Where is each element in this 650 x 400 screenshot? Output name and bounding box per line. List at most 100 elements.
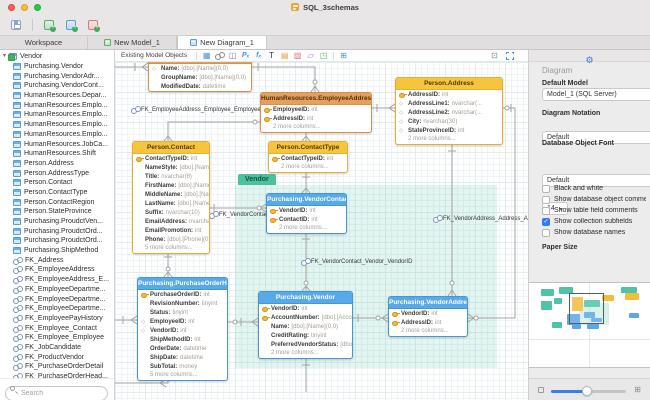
sidebar-item[interactable]: FK_EmployeeDepartme... xyxy=(0,285,114,295)
shape-tool-icon[interactable]: ▱ xyxy=(307,51,314,60)
sidebar-item[interactable]: Person.ContactType xyxy=(0,188,114,198)
tab-new-diagram-1[interactable]: New Diagram_1 xyxy=(177,36,267,49)
checkbox-black-and-white[interactable]: Black and white xyxy=(542,183,646,194)
sidebar-item[interactable]: FK_Employee_Contact xyxy=(0,323,114,333)
sidebar-item[interactable]: FK_EmployeeDepartme... xyxy=(0,304,114,314)
sidebar-item[interactable]: Purchasing.VendorAdr... xyxy=(0,71,114,81)
new-diagram-button[interactable] xyxy=(63,17,79,33)
save-button[interactable] xyxy=(8,17,24,33)
sidebar-item[interactable]: Purchasing.Vendor xyxy=(0,62,114,72)
default-model-select[interactable]: Model_1 (SQL Server) xyxy=(542,88,650,101)
existing-model-objects-dropdown[interactable]: Existing Model Objects xyxy=(121,52,188,59)
tab-workspace[interactable]: Workspace xyxy=(0,36,88,49)
checkbox-show-database-names[interactable]: Show database names xyxy=(542,227,646,238)
foreign-key-icon xyxy=(13,324,23,333)
sidebar-item[interactable]: FK_Employee_Employee xyxy=(0,333,114,343)
checkbox-box[interactable] xyxy=(542,184,550,193)
note-tool-icon[interactable]: ▤ xyxy=(280,51,289,60)
checkbox-show-table-field-comments[interactable]: Show table field comments xyxy=(542,205,646,216)
fk-relationship-label[interactable]: FK_VendorContact xyxy=(209,211,270,219)
sidebar-item[interactable]: Person.AddressType xyxy=(0,168,114,178)
search-input[interactable] xyxy=(5,386,108,400)
checkbox-show-collection-subfields[interactable]: ✓Show collection subfields xyxy=(542,216,646,227)
close-window-button[interactable] xyxy=(8,3,15,11)
fit-page-icon[interactable]: ⊞ xyxy=(634,385,641,394)
minimap-viewport[interactable] xyxy=(569,293,604,324)
sidebar-item[interactable]: FK_JobCandidate xyxy=(0,343,114,353)
sidebar-item[interactable]: HumanResources.JobCa... xyxy=(0,139,114,149)
function-tool-icon[interactable]: fₓ xyxy=(256,52,262,59)
checkbox-box[interactable] xyxy=(542,228,550,237)
new-report-button[interactable] xyxy=(85,17,101,33)
sidebar-item[interactable]: HumanResources.Emplo... xyxy=(0,110,114,120)
view-tool-icon[interactable]: ◫ xyxy=(228,51,237,60)
preview-icon[interactable]: ⊡ xyxy=(491,51,498,60)
image-tool-icon[interactable]: ▨ xyxy=(293,51,302,60)
tab-new-model-1[interactable]: New Model_1 xyxy=(88,36,177,49)
sidebar-item[interactable]: Person.Address xyxy=(0,159,114,169)
layer-tool-icon[interactable]: ◳ xyxy=(319,51,328,60)
sidebar-item[interactable]: FK_ProductVendor xyxy=(0,352,114,362)
sidebar-item[interactable]: Person.ContactRegion xyxy=(0,197,114,207)
diagram-minimap[interactable] xyxy=(529,282,650,368)
sidebar-item[interactable]: Person.StateProvince xyxy=(0,207,114,217)
sidebar-item[interactable]: FK_EmployeeDepartme... xyxy=(0,294,114,304)
gear-icon[interactable]: ⚙ xyxy=(585,55,594,65)
minimize-window-button[interactable] xyxy=(21,3,28,11)
fk-relationship-label[interactable]: FK_VendorAddress_Address_AddressID xyxy=(433,215,528,223)
sidebar-item[interactable]: HumanResources.Depar... xyxy=(0,91,114,101)
checkbox-box[interactable] xyxy=(542,206,550,215)
relation-tool-icon[interactable] xyxy=(213,50,226,61)
expander-icon[interactable]: ▾ xyxy=(2,53,6,60)
fk-label-text: FK_VendorAddress_Address_AddressID xyxy=(443,215,528,222)
checkbox-show-database-object-comments[interactable]: Show database object comments xyxy=(542,194,646,205)
sidebar-item[interactable]: HumanResources.Emplo... xyxy=(0,130,114,140)
checkbox-box[interactable]: ✓ xyxy=(542,217,550,226)
sidebar-item[interactable]: FK_Address xyxy=(0,255,114,265)
zoom-window-button[interactable] xyxy=(34,3,41,11)
sidebar-item[interactable]: Purchasing.ProudctOrd... xyxy=(0,226,114,236)
sidebar-item[interactable]: Purchasing.ShipMethod xyxy=(0,246,114,256)
entity-title: Purchasing.PurchaseOrderHeader xyxy=(138,278,227,290)
table-tool-icon[interactable]: ▦ xyxy=(202,51,211,60)
sidebar-item[interactable]: Purchasing.ProudctVen... xyxy=(0,217,114,227)
sidebar-item[interactable]: FK_EmployeeAddress xyxy=(0,265,114,275)
zoom-slider-track[interactable] xyxy=(551,386,626,396)
object-font-select[interactable]: Default xyxy=(542,174,650,187)
sidebar-item[interactable]: FK_PurchaseOrderDetail xyxy=(0,362,114,372)
text-tool-icon[interactable]: T xyxy=(269,51,275,60)
zoom-slider-knob[interactable] xyxy=(582,386,592,396)
primary-key-icon xyxy=(264,116,272,122)
sidebar-item[interactable]: FK_EmployeePayHistory xyxy=(0,314,114,324)
entity-field: Title:nvarchar(8) xyxy=(133,172,209,181)
diagram-notation-select[interactable]: Default xyxy=(542,131,650,144)
sidebar-item[interactable]: ▾Vendor xyxy=(0,52,114,62)
fk-relationship-label[interactable]: FK_EmployeeAddress_Employee_EmployeeID xyxy=(131,106,267,114)
autolayout-tool-icon[interactable]: ⊞ xyxy=(340,51,347,60)
new-model-button[interactable] xyxy=(41,17,57,33)
sidebar-item[interactable]: Purchasing.ProudctOrd... xyxy=(0,236,114,246)
pkey-tool-icon[interactable]: Pₓ xyxy=(241,52,250,59)
diagram-canvas[interactable]: Vendor xyxy=(115,62,528,400)
zoom-out-icon[interactable] xyxy=(538,387,544,393)
sidebar-item[interactable]: Purchasing.VendorCont... xyxy=(0,81,114,91)
sidebar-item[interactable]: HumanResources.Shift xyxy=(0,149,114,159)
sidebar-item[interactable]: FK_EmployeeAddress_E... xyxy=(0,275,114,285)
sidebar-item[interactable]: Person.Contact xyxy=(0,178,114,188)
fit-screen-icon[interactable] xyxy=(506,51,514,60)
sidebar-item[interactable]: HumanResources.Emplo... xyxy=(0,100,114,110)
entity-department[interactable]: ◇Name:[dbo].[Name](0,0)GroupName:[dbo].[… xyxy=(148,62,252,92)
checkbox-box[interactable] xyxy=(542,195,550,204)
entity-purchase-order-header[interactable]: Purchasing.PurchaseOrderHeaderPurchaseOr… xyxy=(137,277,228,381)
sidebar-item-label: HumanResources.Depar... xyxy=(24,92,107,100)
sidebar-item[interactable]: HumanResources.Emplo... xyxy=(0,120,114,130)
region-label[interactable]: Vendor xyxy=(238,174,276,185)
fk-relationship-label[interactable]: FK_VendorContact_Vendor_VendorID xyxy=(301,258,412,266)
